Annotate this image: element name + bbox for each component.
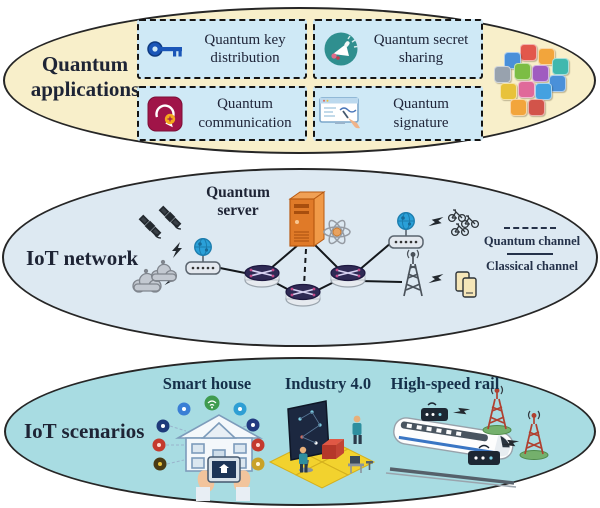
industry-icon — [268, 400, 376, 489]
gateway-modem-icon — [388, 211, 424, 249]
train-sensor-icon — [421, 402, 500, 465]
train-icon — [385, 385, 549, 488]
iot-scenarios-label: IoT scenarios — [24, 419, 145, 443]
box-label: Quantum key distribution — [204, 31, 286, 66]
smart-house-icon — [152, 395, 265, 501]
lightning-icon — [427, 212, 446, 232]
bicycle-icon — [447, 209, 467, 223]
box-label: Quantum signature — [393, 96, 449, 131]
quantum-server-icon — [288, 191, 326, 247]
classical-channel-label: Classical channel — [485, 259, 579, 273]
apps-cluster-icon — [492, 42, 570, 122]
iot-scenarios-graphic — [152, 385, 549, 501]
classical-channel-line — [507, 253, 553, 255]
satellite-icon — [138, 214, 162, 239]
smartphones-icon — [455, 271, 477, 298]
satellite-icon — [158, 205, 182, 230]
lightning-icon — [427, 269, 446, 289]
quantum-server-label: Quantum server — [206, 184, 270, 220]
quantum-applications-label: Quantum applications — [30, 52, 140, 101]
atom-icon — [323, 219, 351, 245]
quantum-channel-line — [504, 227, 556, 229]
bicycle-icon — [450, 223, 470, 237]
iot-network-label: IoT network — [26, 246, 139, 270]
bicycle-icon — [460, 215, 480, 229]
router-icon — [330, 264, 366, 288]
key-icon — [139, 39, 191, 59]
megaphone-icon — [315, 31, 367, 67]
iot-network-graphic — [132, 191, 480, 307]
cell-tower-icon — [403, 249, 423, 297]
lightning-icon — [452, 402, 472, 421]
box-label: Quantum communication — [198, 96, 292, 131]
quantum-channel-label: Quantum channel — [483, 234, 581, 248]
router-icon — [244, 264, 280, 288]
lightning-icon — [172, 242, 182, 258]
tablet-hands-icon — [196, 456, 251, 501]
quantum-communication-box: Quantum communication — [137, 86, 307, 141]
box-label: Quantum secret sharing — [373, 31, 469, 66]
smart-house-label: Smart house — [162, 374, 252, 393]
chat-icon — [139, 96, 191, 132]
high-speed-rail-label: High-speed rail — [390, 374, 500, 393]
cloud-device-icon — [132, 259, 178, 293]
quantum-secret-sharing-box: Quantum secret sharing — [313, 19, 483, 79]
radio-tower-icon — [519, 410, 549, 461]
router-icon — [285, 283, 321, 307]
quantum-signature-box: Quantum signature — [313, 86, 483, 141]
quantum-key-distribution-box: Quantum key distribution — [137, 19, 307, 79]
industry-label: Industry 4.0 — [284, 374, 372, 393]
signature-icon — [315, 96, 367, 132]
gateway-modem-icon — [185, 237, 221, 275]
